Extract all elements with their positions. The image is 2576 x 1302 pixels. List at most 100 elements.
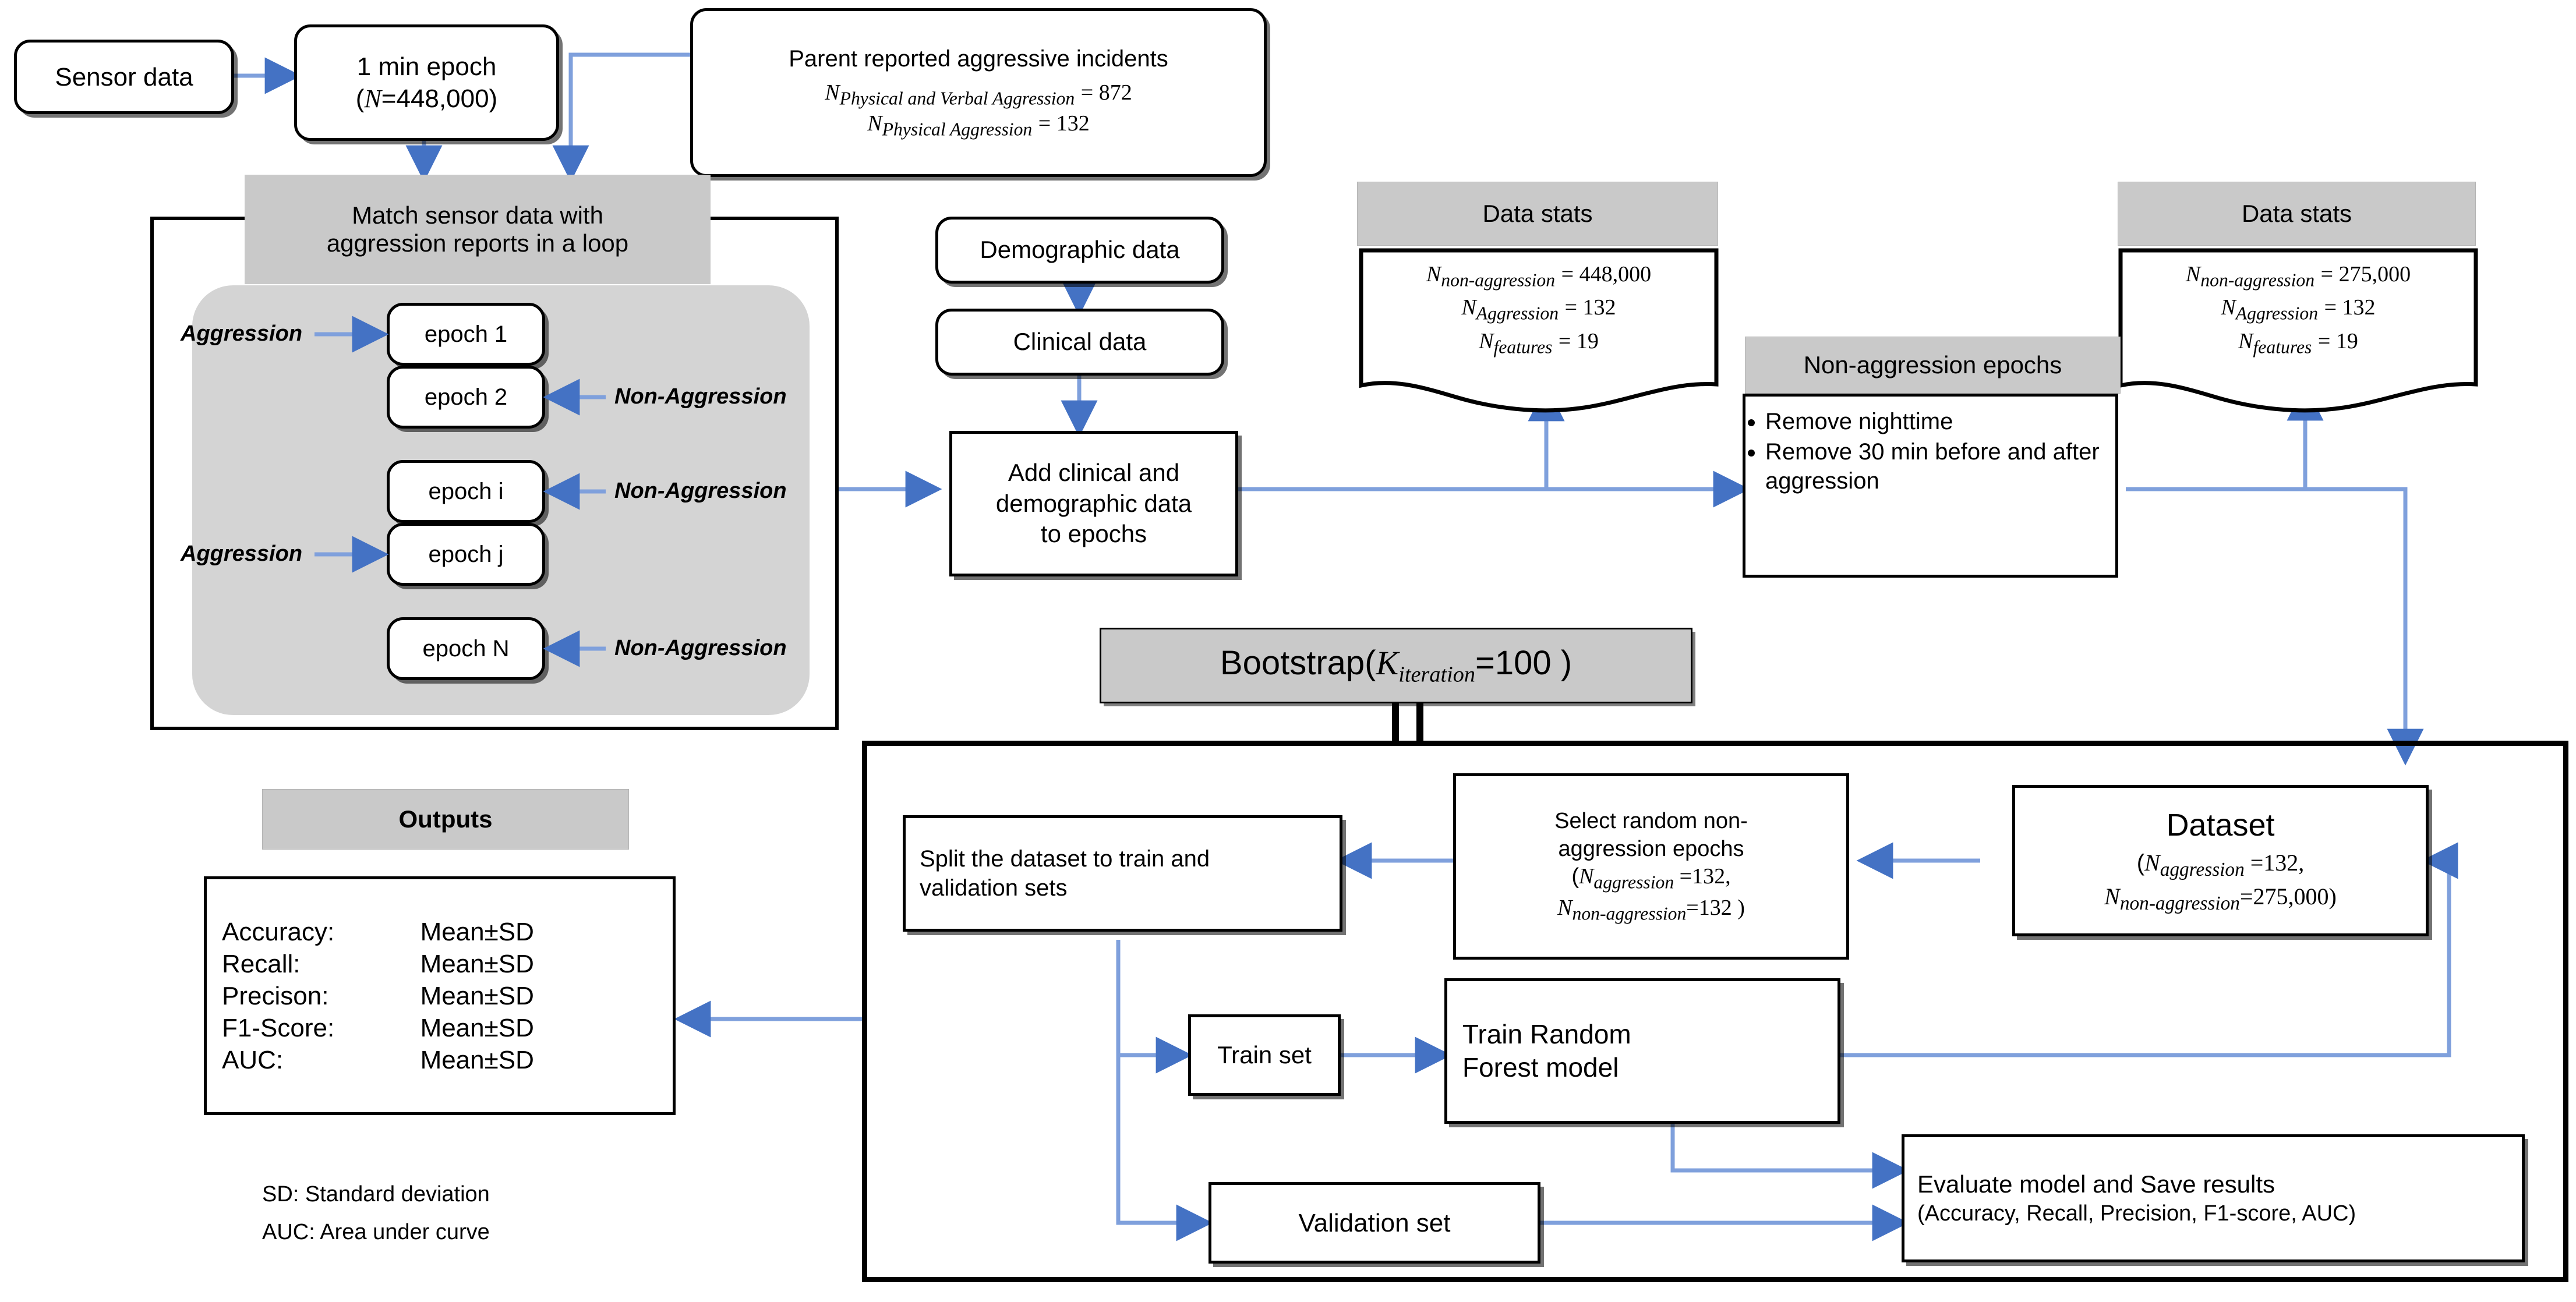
legend-sd: SD: Standard deviation bbox=[262, 1182, 490, 1207]
outputs-caption-label: Outputs bbox=[398, 805, 493, 833]
outputs-caption: Outputs bbox=[262, 789, 629, 850]
node-add-clinical-demographic[interactable]: Add clinical and demographic data to epo… bbox=[949, 431, 1238, 576]
select-random-line2: aggression epochs bbox=[1558, 836, 1744, 861]
output-value: Mean±SD bbox=[420, 1013, 534, 1042]
node-dataset[interactable]: Dataset (Naggression =132, Nnon-aggressi… bbox=[2012, 785, 2429, 936]
evaluate-line1: Evaluate model and Save results bbox=[1917, 1170, 2275, 1198]
node-parent-reported-incidents[interactable]: Parent reported aggressive incidents NPh… bbox=[690, 8, 1267, 177]
evaluate-line2: (Accuracy, Recall, Precision, F1-score, … bbox=[1917, 1201, 2356, 1226]
data-stats-1-values: Nnon-aggression = 448,000 NAggression = … bbox=[1361, 260, 1716, 360]
legend-auc: AUC: Area under curve bbox=[262, 1220, 490, 1244]
output-metric: AUC: bbox=[222, 1045, 284, 1074]
epoch-label: epoch 1 bbox=[424, 321, 508, 347]
data-stats-1-row: Nfeatures = 19 bbox=[1479, 328, 1599, 358]
node-epoch-n[interactable]: epoch N bbox=[387, 617, 545, 680]
data-stats-1-row: Nnon-aggression = 448,000 bbox=[1426, 262, 1652, 291]
add-clinical-line3: to epochs bbox=[1040, 520, 1147, 548]
select-random-line4: Nnon-aggression=132 ) bbox=[1557, 895, 1745, 924]
match-sensor-line1: Match sensor data with bbox=[352, 201, 603, 229]
epoch-label: epoch j bbox=[428, 542, 504, 567]
epoch-label: epoch i bbox=[428, 479, 504, 504]
one-min-epoch-line2: (N=448,000) bbox=[355, 84, 498, 113]
data-stats-2-row: NAggression = 132 bbox=[2221, 295, 2376, 324]
train-set-label: Train set bbox=[1217, 1041, 1312, 1069]
epoch-2-tag: Non-Aggression bbox=[614, 384, 787, 409]
node-evaluate-model[interactable]: Evaluate model and Save results (Accurac… bbox=[1902, 1134, 2525, 1262]
node-select-random-epochs[interactable]: Select random non- aggression epochs (Na… bbox=[1453, 773, 1849, 960]
node-train-random-forest[interactable]: Train Random Forest model bbox=[1444, 978, 1840, 1124]
split-dataset-line1: Split the dataset to train and bbox=[920, 846, 1210, 872]
dataset-line2: Nnon-aggression=275,000) bbox=[2104, 883, 2337, 914]
select-random-line3: (Naggression =132, bbox=[1571, 864, 1731, 893]
node-clinical-data[interactable]: Clinical data bbox=[935, 309, 1224, 376]
node-epoch-1[interactable]: epoch 1 bbox=[387, 303, 545, 366]
data-stats-2-caption: Data stats bbox=[2118, 182, 2476, 246]
output-value: Mean±SD bbox=[420, 917, 534, 946]
data-stats-2-caption-label: Data stats bbox=[2241, 200, 2352, 227]
bootstrap-iteration-frame bbox=[862, 741, 2568, 1282]
dataset-title: Dataset bbox=[2166, 807, 2275, 843]
non-aggression-epochs-caption-label: Non-aggression epochs bbox=[1803, 351, 2062, 378]
train-rf-line2: Forest model bbox=[1462, 1052, 1619, 1082]
node-outputs[interactable]: Accuracy: Mean±SD Recall: Mean±SD Precis… bbox=[204, 876, 676, 1115]
demographic-data-label: Demographic data bbox=[980, 236, 1180, 264]
node-bootstrap[interactable]: Bootstrap(Kiteration=100 ) bbox=[1100, 628, 1692, 703]
epoch-1-tag: Aggression bbox=[181, 321, 303, 346]
epoch-label: epoch 2 bbox=[424, 384, 508, 410]
epoch-label: epoch N bbox=[422, 636, 510, 661]
epoch-j-tag: Aggression bbox=[181, 542, 303, 566]
node-sensor-data[interactable]: Sensor data bbox=[14, 40, 234, 114]
node-epoch-i[interactable]: epoch i bbox=[387, 460, 545, 523]
add-clinical-line2: demographic data bbox=[995, 489, 1192, 517]
data-stats-1-row: NAggression = 132 bbox=[1461, 295, 1616, 324]
epoch-i-tag: Non-Aggression bbox=[614, 479, 787, 503]
data-stats-2-values: Nnon-aggression = 275,000 NAggression = … bbox=[2121, 260, 2476, 360]
node-demographic-data[interactable]: Demographic data bbox=[935, 217, 1224, 284]
node-epoch-2[interactable]: epoch 2 bbox=[387, 366, 545, 429]
output-row: Precison: Mean±SD bbox=[207, 980, 673, 1012]
sensor-data-label: Sensor data bbox=[55, 62, 193, 91]
data-stats-2-row: Nfeatures = 19 bbox=[2238, 328, 2358, 358]
bullet-item: Remove 30 min before and after aggressio… bbox=[1765, 437, 2115, 496]
one-min-epoch-line1: 1 min epoch bbox=[356, 52, 497, 81]
non-aggression-epochs-bullets: Remove nighttime Remove 30 min before an… bbox=[1745, 397, 2115, 497]
split-dataset-line2: validation sets bbox=[920, 875, 1068, 901]
data-stats-1-caption: Data stats bbox=[1357, 182, 1718, 246]
parent-reports-row: NPhysical Aggression = 132 bbox=[867, 111, 1090, 140]
output-metric: Precison: bbox=[222, 981, 329, 1010]
validation-set-label: Validation set bbox=[1298, 1208, 1451, 1237]
bootstrap-label: Bootstrap(Kiteration=100 ) bbox=[1220, 644, 1573, 687]
bullet-item: Remove nighttime bbox=[1765, 407, 2115, 436]
node-epoch-j[interactable]: epoch j bbox=[387, 523, 545, 586]
node-one-min-epoch[interactable]: 1 min epoch (N=448,000) bbox=[294, 24, 559, 141]
node-match-sensor-data[interactable]: Match sensor data with aggression report… bbox=[245, 175, 711, 284]
output-metric: F1-Score: bbox=[222, 1013, 335, 1042]
add-clinical-line1: Add clinical and bbox=[1008, 459, 1180, 487]
output-value: Mean±SD bbox=[420, 949, 534, 978]
node-split-dataset[interactable]: Split the dataset to train and validatio… bbox=[903, 815, 1342, 932]
node-train-set[interactable]: Train set bbox=[1188, 1014, 1341, 1096]
output-row: AUC: Mean±SD bbox=[207, 1044, 673, 1076]
parent-reports-row: NPhysical and Verbal Aggression = 872 bbox=[825, 80, 1132, 109]
node-validation-set[interactable]: Validation set bbox=[1209, 1182, 1540, 1264]
bootstrap-stem bbox=[1392, 703, 1399, 744]
train-rf-line1: Train Random bbox=[1462, 1018, 1631, 1049]
select-random-line1: Select random non- bbox=[1554, 809, 1748, 834]
output-row: Recall: Mean±SD bbox=[207, 948, 673, 980]
dataset-line1: (Naggression =132, bbox=[2136, 850, 2305, 881]
output-row: Accuracy: Mean±SD bbox=[207, 916, 673, 948]
output-value: Mean±SD bbox=[420, 981, 534, 1010]
output-value: Mean±SD bbox=[420, 1045, 534, 1074]
clinical-data-label: Clinical data bbox=[1013, 328, 1147, 356]
data-stats-1-caption-label: Data stats bbox=[1482, 200, 1593, 227]
non-aggression-epochs-caption: Non-aggression epochs bbox=[1745, 337, 2121, 394]
output-metric: Recall: bbox=[222, 949, 301, 978]
epoch-n-tag: Non-Aggression bbox=[614, 636, 787, 660]
output-row: F1-Score: Mean±SD bbox=[207, 1012, 673, 1044]
data-stats-2-row: Nnon-aggression = 275,000 bbox=[2185, 262, 2411, 291]
match-sensor-line2: aggression reports in a loop bbox=[326, 229, 629, 257]
parent-reports-title: Parent reported aggressive incidents bbox=[789, 45, 1168, 72]
node-non-aggression-epochs[interactable]: Remove nighttime Remove 30 min before an… bbox=[1743, 394, 2118, 578]
